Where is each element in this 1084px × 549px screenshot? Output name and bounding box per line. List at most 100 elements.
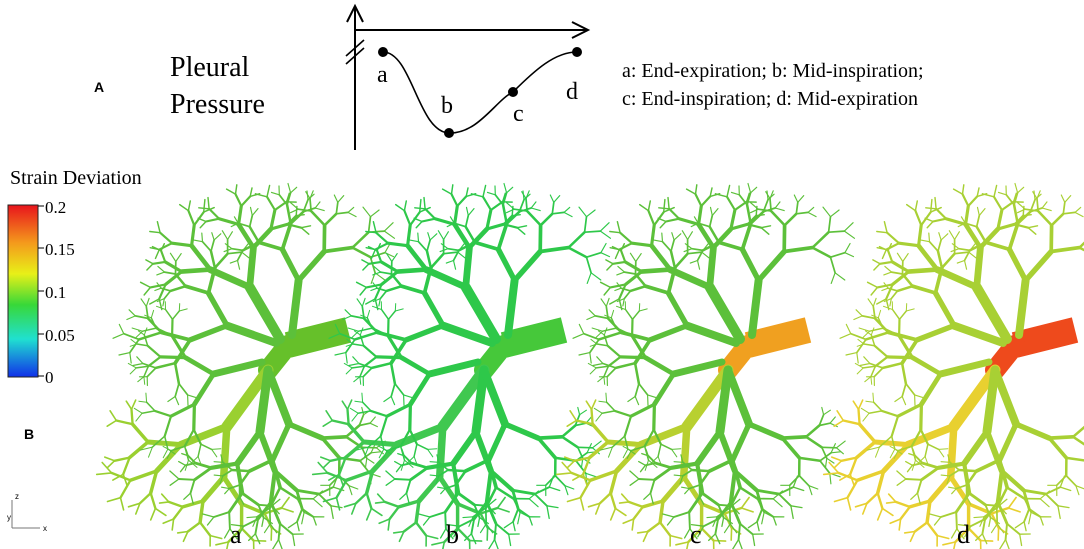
airway-branch	[454, 469, 467, 487]
airway-branch	[360, 314, 368, 319]
airway-branch	[748, 276, 763, 339]
airway-branch	[643, 428, 655, 448]
airway-branch	[603, 327, 608, 336]
airway-branch	[409, 466, 429, 482]
airway-branch	[361, 401, 372, 412]
airway-branch	[708, 225, 721, 244]
airway-branch	[739, 522, 754, 536]
airway-branch	[122, 332, 140, 341]
airway-branch	[579, 409, 587, 416]
airway-branch	[441, 188, 453, 195]
airway-branch	[337, 195, 345, 203]
airway-branch	[209, 461, 240, 470]
airway-branch	[634, 395, 640, 406]
airway-branch	[620, 287, 632, 292]
airway-branch	[322, 245, 355, 254]
airway-branch	[664, 217, 681, 223]
airway-branch	[414, 499, 421, 525]
airway-branch	[673, 233, 682, 241]
airway-branch	[279, 522, 294, 536]
airway-branch	[539, 212, 554, 227]
airway-branch	[560, 435, 580, 449]
airway-branch	[158, 242, 174, 251]
airway-branch	[756, 507, 764, 523]
airway-branch	[856, 367, 864, 375]
airway-branch	[823, 409, 831, 416]
point-b-label: b	[441, 93, 453, 119]
airway-branch	[508, 533, 512, 547]
airway-branch	[745, 192, 751, 203]
airway-branch	[230, 222, 239, 228]
airway-branch	[286, 191, 292, 206]
airway-branch	[995, 486, 1009, 510]
airway-branch	[236, 222, 256, 250]
airway-branch	[597, 331, 623, 341]
airway-branch	[871, 314, 879, 319]
airway-branch	[536, 436, 558, 460]
airway-branch	[622, 298, 625, 307]
airway-branch	[348, 362, 360, 367]
airway-branch	[453, 525, 461, 538]
airway-branch	[588, 338, 600, 354]
airway-branch	[627, 448, 636, 455]
airway-branch	[873, 367, 884, 378]
airway-branch	[452, 222, 472, 250]
airway-branch	[811, 246, 832, 259]
airway-branch	[278, 486, 299, 500]
airway-branch	[204, 217, 221, 223]
airway-branch	[390, 272, 403, 288]
airway-branch	[639, 464, 647, 473]
airway-branch	[701, 241, 721, 252]
airway-branch	[385, 478, 396, 486]
airway-branch	[487, 538, 496, 549]
airway-branch	[1007, 496, 1017, 509]
airway-branch	[603, 334, 609, 347]
airway-branch	[854, 362, 864, 369]
airway-branch	[998, 498, 1008, 507]
airway-branch	[309, 197, 312, 212]
axis-break-icon	[345, 39, 365, 65]
airway-branch	[470, 518, 476, 535]
airway-branch	[163, 415, 173, 438]
airway-branch	[197, 217, 207, 223]
airway-branch	[582, 456, 591, 476]
airway-branch	[212, 511, 231, 518]
airway-branch	[790, 505, 794, 520]
airway-branch	[269, 523, 278, 534]
airway-branch	[638, 382, 649, 396]
airway-branch	[1016, 210, 1032, 225]
airway-branch	[132, 362, 144, 367]
airway-branch	[863, 343, 876, 347]
airway-branch	[184, 459, 190, 471]
airway-branch	[183, 492, 192, 500]
airway-branch	[577, 406, 581, 416]
airway-branch	[643, 492, 652, 500]
airway-branch	[134, 315, 149, 320]
airway-branch	[854, 440, 877, 460]
airway-branch	[1060, 194, 1066, 203]
airway-branch	[139, 446, 153, 451]
airway-branch	[687, 231, 693, 241]
airway-branch	[947, 454, 951, 463]
airway-branch	[877, 317, 884, 329]
airway-branch	[356, 298, 363, 307]
airway-branch	[230, 523, 245, 527]
airway-branch	[669, 534, 683, 540]
airway-branch	[887, 287, 899, 292]
airway-branch	[582, 332, 600, 341]
airway-branch	[968, 243, 976, 253]
airway-branch	[252, 516, 258, 527]
airway-branch	[955, 484, 968, 490]
airway-branch	[226, 251, 243, 255]
airway-branch	[393, 422, 447, 449]
airway-branch	[968, 241, 988, 252]
airway-branch	[595, 365, 610, 369]
airway-branch	[1015, 276, 1030, 339]
airway-branch	[422, 266, 470, 291]
airway-branch	[852, 400, 860, 411]
airway-branch	[400, 459, 406, 471]
airway-branch	[343, 502, 357, 508]
airway-branch	[452, 259, 457, 270]
airway-branch	[358, 413, 365, 427]
airway-branch	[289, 210, 305, 225]
